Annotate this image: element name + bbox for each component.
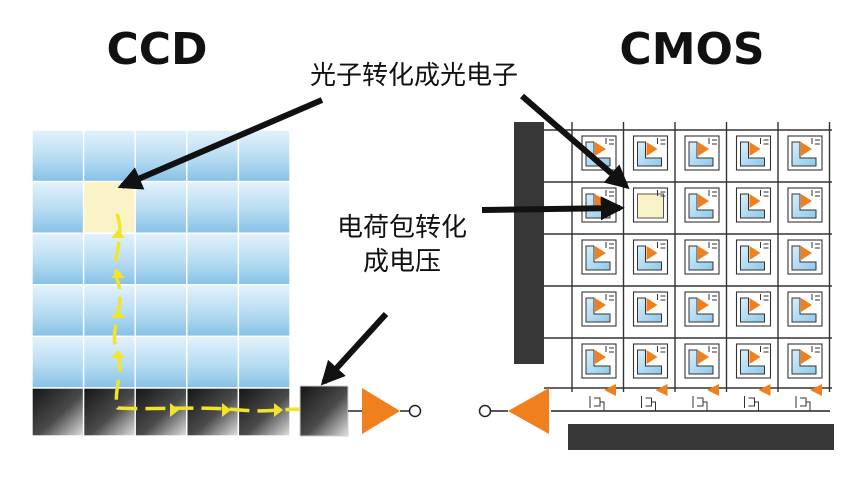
ccd-pixel [186, 284, 240, 338]
photon-arrow-ccd [117, 97, 324, 190]
charge-arrow-cmos [481, 196, 625, 221]
ccd-pixel [237, 180, 291, 234]
charge-label-line1: 电荷包转化 [337, 213, 467, 243]
cmos-title: CMOS [619, 24, 764, 75]
cmos-pixel [787, 239, 823, 275]
cmos-column-amplifier-icon [744, 384, 771, 411]
cmos-pixel [787, 291, 823, 327]
cmos-pixel [632, 135, 669, 171]
ccd-pixel [31, 335, 85, 389]
cmos-pixel [684, 135, 720, 171]
ccd-amplifier-icon [362, 388, 400, 434]
cmos-pixel [581, 187, 617, 223]
ccd-pixel [82, 335, 136, 389]
ccd-output-node [299, 385, 349, 437]
cmos-column-readout-bar [568, 424, 834, 450]
cmos-row-select-bar [514, 122, 544, 364]
ccd-pixel-highlighted [82, 180, 136, 234]
cmos-pixel [581, 291, 617, 327]
cmos-column-amplifiers [589, 384, 822, 411]
cmos-pixel [581, 343, 617, 379]
cmos-pixel [632, 239, 669, 275]
ccd-pixel [82, 129, 136, 183]
cmos-pixel [684, 187, 720, 223]
ccd-pixel [237, 284, 291, 338]
cmos-pixel [735, 135, 772, 171]
ccd-register-cell [82, 387, 136, 437]
cmos-pixel [735, 187, 772, 223]
cmos-pixel [787, 187, 823, 223]
ccd-register-cell [31, 387, 85, 437]
ccd-pixel [31, 129, 85, 183]
cmos-pixel [632, 343, 669, 379]
ccd-pixel [134, 284, 188, 338]
ccd-output-terminal-icon [408, 404, 422, 418]
cmos-output-amplifier-icon [508, 388, 549, 434]
cmos-column-amplifier-icon [692, 384, 719, 411]
cmos-pixel [684, 239, 720, 275]
cmos-column-amplifier-icon [641, 384, 668, 411]
cmos-pixel [684, 343, 720, 379]
ccd-pixel [134, 335, 188, 389]
ccd-title: CCD [106, 24, 207, 75]
cmos-pixel [787, 343, 823, 379]
cmos-pixel [632, 291, 669, 327]
charge-label-line2: 成电压 [363, 247, 441, 277]
charge-path-chevrons [111, 230, 283, 417]
ccd-pixel [186, 232, 240, 286]
photon-arrow-cmos [520, 93, 630, 190]
cmos-pixel [787, 135, 823, 171]
ccd-pixel [134, 180, 188, 234]
ccd-pixel [31, 284, 85, 338]
charge-transfer-path [112, 213, 313, 413]
cmos-pixel-highlighted [632, 187, 669, 223]
cmos-pixel [581, 135, 617, 171]
ccd-pixel [82, 232, 136, 286]
cmos-pixel [735, 343, 772, 379]
ccd-pixel [186, 335, 240, 389]
charge-arrow-ccd [320, 311, 389, 386]
cmos-pixel [735, 239, 772, 275]
cmos-column-amplifier-icon [795, 384, 822, 411]
ccd-pixel [31, 232, 85, 286]
ccd-register-cell [134, 387, 188, 437]
ccd-pixel [237, 129, 291, 183]
ccd-pixel [82, 284, 136, 338]
ccd-pixel [186, 180, 240, 234]
ccd-shift-register [31, 387, 291, 437]
ccd-pixel [237, 232, 291, 286]
cmos-pixel [684, 291, 720, 327]
cmos-pixel-array [544, 122, 832, 392]
ccd-pixel [31, 180, 85, 234]
cmos-output-terminal-icon [478, 404, 492, 418]
cmos-column-amplifier-icon [589, 384, 616, 411]
cmos-pixel [581, 239, 617, 275]
photon-label: 光子转化成光电子 [310, 61, 518, 91]
ccd-register-cell [186, 387, 240, 437]
cmos-pixel [735, 291, 772, 327]
ccd-pixel [134, 232, 188, 286]
ccd-pixel [237, 335, 291, 389]
